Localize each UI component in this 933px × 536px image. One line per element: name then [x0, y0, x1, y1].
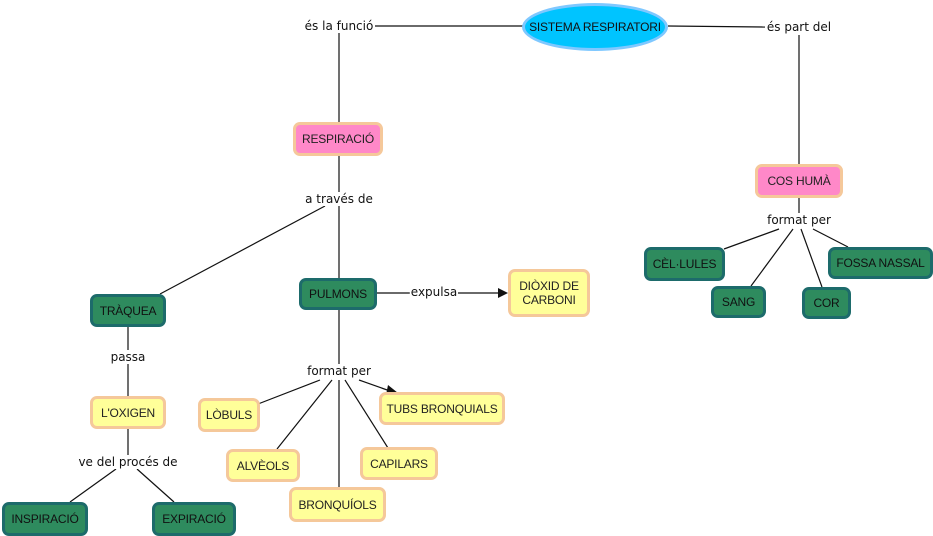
line-format-to-alveols: [276, 379, 333, 450]
line-root-to-part: [667, 25, 766, 28]
line-format-to-cellules: [723, 228, 780, 250]
concept-pulmons[interactable]: PULMONS: [299, 278, 377, 310]
line-format-to-cor: [800, 228, 823, 288]
concept-traquea[interactable]: TRÀQUEA: [90, 294, 166, 327]
line-traves-to-traquea: [159, 205, 326, 295]
concept-dioxid-de-carboni[interactable]: DIÒXID DE CARBONI: [508, 269, 590, 317]
concept-bronquiols[interactable]: BRONQUÍOLS: [289, 487, 386, 522]
arrowhead-dioxid: [498, 288, 508, 298]
link-ve-del-proces-de[interactable]: ve del procés de: [77, 455, 179, 469]
link-format-per-pulmons[interactable]: format per: [306, 364, 372, 378]
concept-inspiracio[interactable]: INSPIRACIÓ: [2, 502, 88, 536]
node-label: DIÒXID DE CARBONI: [519, 279, 579, 307]
link-es-part-del[interactable]: és part del: [765, 20, 833, 34]
line-format-to-sang: [750, 228, 794, 287]
concept-sistema-respiratori[interactable]: SISTEMA RESPIRATORI: [522, 3, 668, 51]
node-label: EXPIRACIÓ: [162, 512, 226, 526]
node-label: CAPILARS: [370, 456, 428, 471]
concept-fossa-nassal[interactable]: FOSSA NASSAL: [828, 247, 933, 279]
line-format-to-tubs: [358, 379, 391, 392]
concept-lobuls[interactable]: LÒBULS: [198, 398, 260, 432]
concept-respiracio[interactable]: RESPIRACIÓ: [293, 122, 383, 156]
link-es-la-funcio[interactable]: és la funció: [303, 19, 375, 33]
concept-capilars[interactable]: CAPILARS: [360, 447, 438, 480]
link-format-per-cos[interactable]: format per: [766, 213, 832, 227]
concept-cor[interactable]: COR: [802, 287, 851, 319]
node-label: L'OXIGEN: [100, 405, 156, 420]
concept-sang[interactable]: SANG: [711, 286, 766, 318]
line-format-to-lobuls: [257, 379, 321, 405]
concept-tubs-bronquials[interactable]: TUBS BRONQUIALS: [379, 392, 505, 425]
line-format-to-fossa: [812, 228, 849, 248]
link-expulsa[interactable]: expulsa: [409, 285, 459, 299]
node-label: SISTEMA RESPIRATORI: [529, 20, 661, 34]
node-label: COS HUMÀ: [767, 174, 831, 188]
concept-expiracio[interactable]: EXPIRACIÓ: [152, 502, 236, 536]
concept-cellules[interactable]: CÈL·LULES: [644, 247, 725, 281]
node-label: SANG: [721, 295, 756, 309]
node-label: TRÀQUEA: [99, 303, 157, 318]
node-label: LÒBULS: [205, 408, 253, 422]
link-passa[interactable]: passa: [109, 350, 147, 364]
node-label: RESPIRACIÓ: [301, 132, 375, 146]
node-label: BRONQUÍOLS: [298, 497, 377, 512]
concept-oxigen[interactable]: L'OXIGEN: [90, 396, 166, 429]
line-proces-to-inspiracio: [69, 468, 117, 503]
node-label: PULMONS: [309, 287, 367, 301]
node-label: INSPIRACIÓ: [11, 512, 79, 526]
link-a-traves-de[interactable]: a través de: [304, 192, 374, 206]
line-format-to-capilars: [344, 379, 389, 449]
node-label: COR: [813, 296, 840, 310]
node-label: TUBS BRONQUIALS: [386, 401, 498, 416]
line-proces-to-expiracio: [136, 468, 175, 503]
concept-cos-huma[interactable]: COS HUMÀ: [755, 164, 843, 198]
node-label: CÈL·LULES: [652, 257, 717, 271]
concept-alveols[interactable]: ALVÈOLS: [226, 449, 300, 482]
node-label: FOSSA NASSAL: [836, 256, 925, 270]
node-label: ALVÈOLS: [236, 458, 290, 473]
